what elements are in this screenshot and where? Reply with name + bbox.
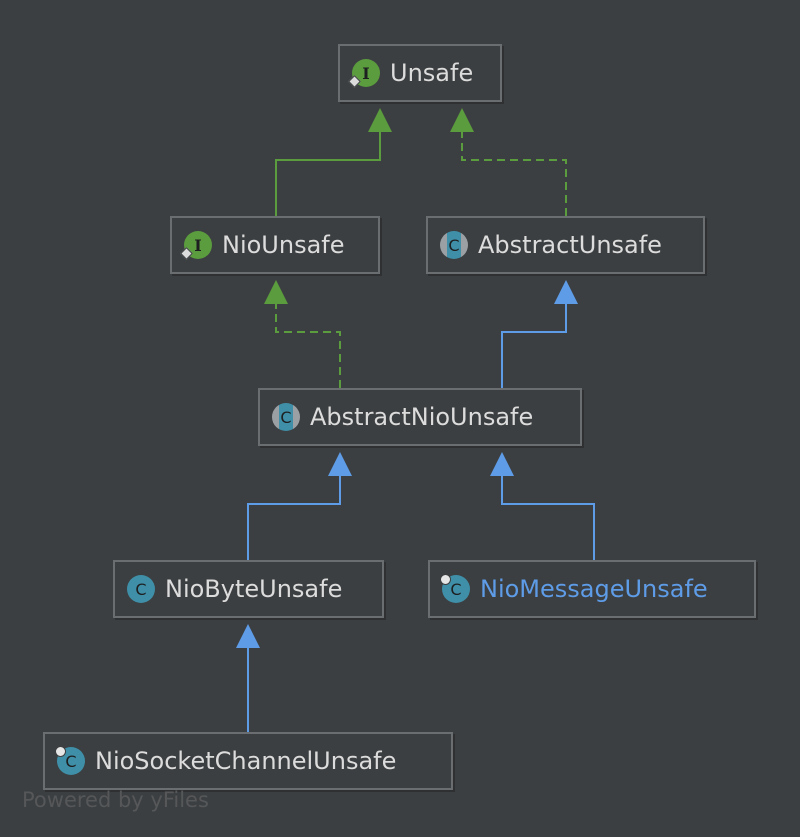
node-label: NioSocketChannelUnsafe bbox=[95, 747, 397, 775]
edge-abstract-nio-unsafe-to-nio-unsafe bbox=[264, 280, 341, 388]
node-nio-byte-unsafe[interactable]: C NioByteUnsafe bbox=[113, 560, 384, 618]
edge-abstract-nio-unsafe-to-abstract-unsafe bbox=[501, 280, 578, 388]
edge-nio-byte-unsafe-to-abstract-nio-unsafe bbox=[247, 452, 352, 560]
node-abstract-nio-unsafe[interactable]: C AbstractNioUnsafe bbox=[258, 388, 582, 446]
node-nio-unsafe[interactable]: I NioUnsafe bbox=[170, 216, 380, 274]
node-label: Unsafe bbox=[390, 59, 474, 87]
node-label: NioMessageUnsafe bbox=[480, 575, 708, 603]
interface-icon: I bbox=[180, 231, 212, 260]
edge-abstract-unsafe-to-unsafe bbox=[450, 108, 567, 216]
node-abstract-unsafe[interactable]: C AbstractUnsafe bbox=[426, 216, 705, 274]
node-label: AbstractNioUnsafe bbox=[310, 403, 534, 431]
node-label: AbstractUnsafe bbox=[478, 231, 662, 259]
nested-class-icon: C bbox=[55, 746, 85, 775]
edge-nio-socket-channel-unsafe-to-nio-byte-unsafe bbox=[236, 624, 260, 732]
interface-icon: I bbox=[348, 59, 380, 88]
node-nio-socket-channel-unsafe[interactable]: C NioSocketChannelUnsafe bbox=[43, 732, 453, 790]
nested-class-icon: C bbox=[440, 574, 470, 603]
node-label: NioUnsafe bbox=[222, 231, 345, 259]
node-label: NioByteUnsafe bbox=[165, 575, 343, 603]
edge-nio-message-unsafe-to-abstract-nio-unsafe bbox=[490, 452, 595, 560]
abstract-class-icon: C bbox=[440, 231, 468, 259]
edge-nio-unsafe-to-unsafe bbox=[275, 108, 392, 216]
node-nio-message-unsafe[interactable]: C NioMessageUnsafe bbox=[428, 560, 756, 618]
powered-by-footer: Powered by yFiles bbox=[22, 788, 209, 812]
class-icon: C bbox=[127, 575, 155, 603]
abstract-class-icon: C bbox=[272, 403, 300, 431]
node-unsafe[interactable]: I Unsafe bbox=[338, 44, 502, 102]
